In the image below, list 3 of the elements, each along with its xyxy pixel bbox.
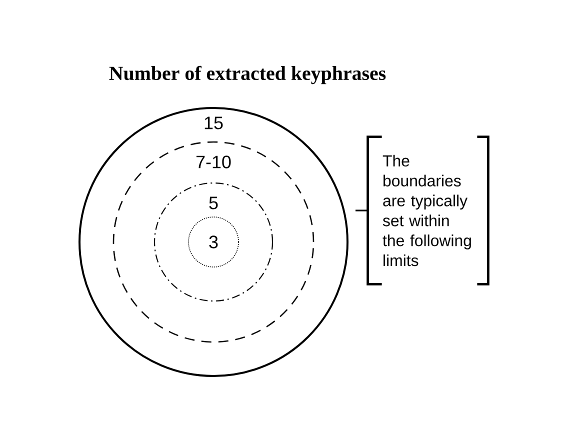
bracket-box: The boundaries are typically set within the following limits [366, 136, 490, 286]
title: Number of extracted keyphrases [109, 66, 386, 84]
connector-line [356, 210, 368, 212]
